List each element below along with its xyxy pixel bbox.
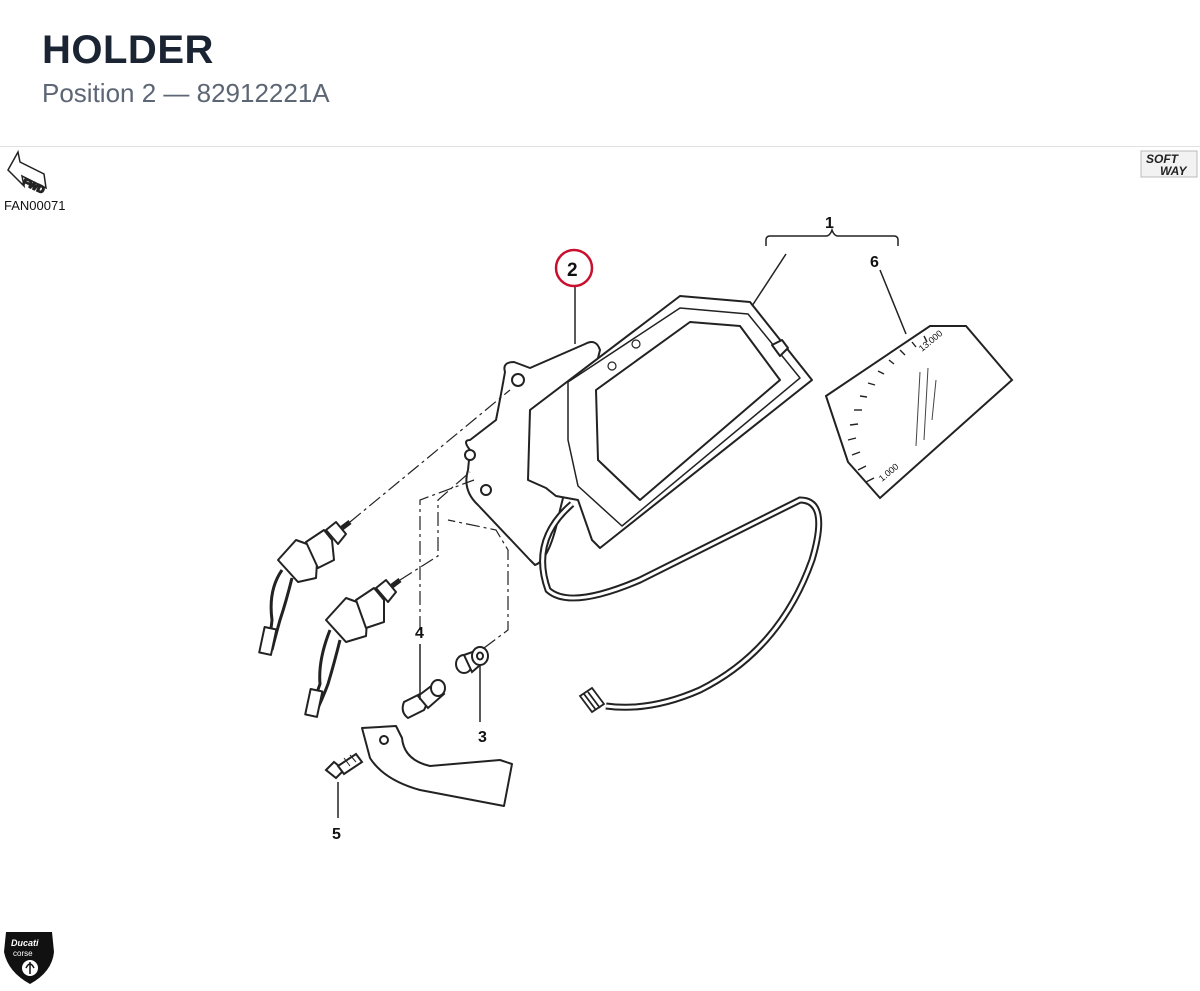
grommet-part-4 bbox=[401, 679, 446, 720]
assembly-lines bbox=[349, 389, 511, 649]
brand-bottom-text: corse bbox=[13, 949, 33, 958]
tachometer-dial: 13.000 1.000 bbox=[824, 325, 1014, 500]
callout-2[interactable]: 2 bbox=[567, 260, 578, 281]
warning-lamp-lower bbox=[304, 578, 402, 718]
brand-top-text: Ducati bbox=[11, 938, 39, 948]
callout-3[interactable]: 3 bbox=[478, 729, 487, 746]
softway-logo: SOFT WAY bbox=[1140, 150, 1198, 178]
callout-6[interactable]: 6 bbox=[870, 254, 879, 271]
mounting-plate bbox=[361, 725, 513, 807]
page-header: HOLDER Position 2 — 82912221A bbox=[0, 0, 1200, 147]
softway-top-text: SOFT bbox=[1146, 152, 1180, 166]
callout-5[interactable]: 5 bbox=[332, 826, 341, 843]
softway-bottom-text: WAY bbox=[1160, 164, 1187, 178]
callout-1[interactable]: 1 bbox=[825, 215, 834, 232]
callout-4[interactable]: 4 bbox=[415, 625, 424, 642]
leader-lines bbox=[337, 227, 907, 818]
figure-code: FAN00071 bbox=[4, 198, 66, 213]
ducati-corse-logo: Ducati corse bbox=[4, 932, 54, 984]
instrument-housing bbox=[527, 295, 813, 549]
page-title: HOLDER bbox=[42, 28, 214, 72]
exploded-parts-diagram: FWD SOFT WAY bbox=[4, 149, 1198, 984]
warning-lamp-upper bbox=[258, 520, 352, 656]
highlight-ring bbox=[554, 248, 594, 288]
page-subtitle: Position 2 — 82912221A bbox=[42, 78, 330, 108]
speedometer-cable bbox=[539, 496, 823, 711]
cable-end-fitting bbox=[578, 686, 606, 714]
fwd-arrow-icon: FWD bbox=[7, 149, 47, 197]
bolt-part-5 bbox=[324, 752, 364, 780]
spacer-part-3 bbox=[455, 646, 489, 674]
